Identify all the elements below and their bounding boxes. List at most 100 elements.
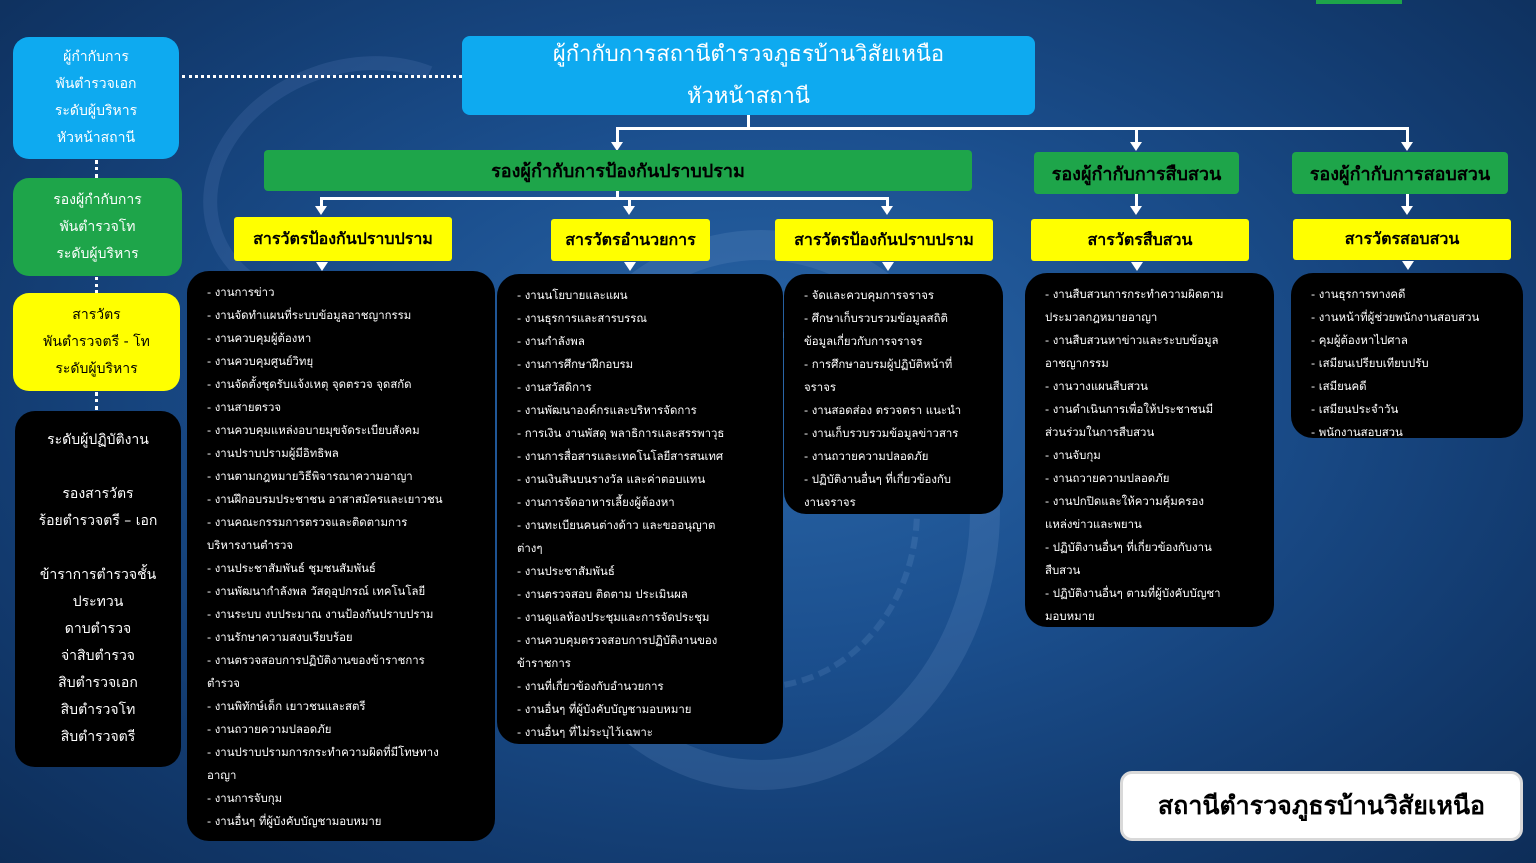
list-item: - งานสวัสดิการ bbox=[517, 380, 592, 394]
task-list: - จัดและควบคุมการจราจร- ศึกษาเก็บรวบรวมข… bbox=[804, 284, 991, 514]
legend-connector bbox=[95, 392, 98, 410]
list-item: - งานจับกุม bbox=[1045, 448, 1101, 462]
connector bbox=[616, 127, 619, 143]
inspector-investigation-label: สารวัตรสืบสวน bbox=[1087, 229, 1193, 249]
list-item: - งานหน้าที่ผู้ช่วยพนักงานสอบสวน bbox=[1311, 310, 1480, 324]
list-item: - งานปราบปรามผู้มีอิทธิพล bbox=[207, 446, 339, 460]
legend-text: ระดับผู้ปฏิบัติงาน bbox=[47, 432, 149, 448]
list-item: - ปฏิบัติงานอื่นๆ ที่เกี่ยวข้องกับงาน bbox=[1045, 540, 1212, 554]
list-item: - งานทะเบียนคนต่างด้าว และขออนุญาต bbox=[517, 518, 716, 532]
legend-text: สิบตำรวจโท bbox=[60, 702, 136, 718]
list-item: - งานตรวจสอบ ติดตาม ประเมินผล bbox=[517, 587, 688, 601]
connector-arrow bbox=[1131, 262, 1143, 271]
task-list-admin: - งานนโยบายและแผน- งานธุรการและสารบรรณ- … bbox=[497, 274, 783, 744]
legend-operational: ระดับผู้ปฏิบัติงาน รองสารวัตร ร้อยตำรวจต… bbox=[15, 411, 181, 767]
legend-text: หัวหน้าสถานี bbox=[56, 130, 136, 146]
inspector-prevention-node: สารวัตรป้องกันปราบปราม bbox=[234, 217, 452, 261]
legend-text: สิบตำรวจเอก bbox=[58, 675, 138, 691]
connector bbox=[1406, 194, 1409, 207]
inspector-traffic-node: สารวัตรป้องกันปราบปราม bbox=[775, 219, 993, 261]
legend-text: ระดับผู้บริหาร bbox=[55, 360, 138, 377]
list-item: - งานนโยบายและแผน bbox=[517, 288, 628, 302]
list-item: บริหารงานตำรวจ bbox=[207, 538, 294, 552]
list-item: แหล่งข่าวและพยาน bbox=[1045, 517, 1142, 531]
corner-accent bbox=[1316, 0, 1402, 4]
list-item: มอบหมาย bbox=[1045, 609, 1095, 623]
list-item: สืบสวน bbox=[1045, 563, 1081, 577]
list-item: - งานธุรการทางคดี bbox=[1311, 287, 1406, 301]
list-item: - งานดูแลห้องประชุมและการจัดประชุม bbox=[517, 610, 710, 624]
legend-text: สิบตำรวจตรี bbox=[60, 729, 136, 745]
legend-text: ประทวน bbox=[72, 594, 124, 610]
list-item: - งานพัฒนาองค์กรและบริหารจัดการ bbox=[517, 403, 697, 417]
list-item: - งานรักษาความสงบเรียบร้อย bbox=[207, 630, 353, 644]
deputy-investigation-node: รองผู้กำกับการสืบสวน bbox=[1034, 152, 1239, 194]
list-item: - งานถวายความปลอดภัย bbox=[804, 449, 929, 463]
task-list-inquiry: - งานธุรการทางคดี - งานหน้าที่ผู้ช่วยพนัก… bbox=[1291, 273, 1523, 439]
connector-arrow bbox=[1130, 206, 1142, 215]
deputy-inquiry-node: รองผู้กำกับการสอบสวน bbox=[1292, 152, 1508, 194]
list-item: - งานประชาสัมพันธ์ bbox=[517, 564, 615, 578]
task-list-traffic: - จัดและควบคุมการจราจร- ศึกษาเก็บรวบรวมข… bbox=[784, 274, 1003, 514]
connector bbox=[1135, 127, 1138, 143]
list-item: - งานจัดตั้งชุดรับแจ้งเหตุ จุดตรวจ จุดสก… bbox=[207, 377, 412, 391]
legend-inspector: สารวัตร พันตำรวจตรี - โท ระดับผู้บริหาร bbox=[13, 293, 180, 391]
list-item: จราจร bbox=[804, 380, 836, 394]
deputy-inquiry-label: รองผู้กำกับการสอบสวน bbox=[1309, 163, 1491, 185]
list-item: - งานการจัดอาหารเลี้ยงผู้ต้องหา bbox=[517, 495, 675, 509]
list-item: - การศึกษาอบรมผู้ปฏิบัติหน้าที่ bbox=[804, 357, 953, 371]
list-item: - งานควบคุมตรวจสอบการปฏิบัติงานของ bbox=[517, 633, 718, 647]
list-item: - งานการข่าว bbox=[207, 285, 275, 299]
list-item: - งานจัดทำแผนที่ระบบข้อมูลอาชญากรรม bbox=[207, 308, 412, 322]
legend-connector bbox=[95, 277, 98, 293]
inspector-prevention-label: สารวัตรป้องกันปราบปราม bbox=[253, 228, 433, 248]
legend-text: จ่าสิบตำรวจ bbox=[60, 648, 136, 664]
connector-arrow bbox=[881, 206, 893, 215]
legend-text: รองสารวัตร bbox=[62, 486, 134, 502]
list-item: - เสมียนคดี bbox=[1311, 379, 1367, 393]
inspector-admin-node: สารวัตรอำนวยการ bbox=[551, 219, 710, 261]
connector bbox=[628, 197, 631, 207]
list-item: - งานตามกฎหมายวิธีพิจารณาความอาญา bbox=[207, 469, 413, 483]
connector bbox=[616, 127, 1409, 130]
connector-arrow bbox=[882, 262, 894, 271]
list-item: - งานการจับกุม bbox=[207, 791, 283, 805]
task-list: - งานการข่าว - งานจัดทำแผนที่ระบบข้อมูลอา… bbox=[207, 281, 483, 833]
list-item: - งานพัฒนากำลังพล วัสดุอุปกรณ์ เทคโนโลยี bbox=[207, 584, 426, 598]
list-item: - งานวางแผนสืบสวน bbox=[1045, 379, 1148, 393]
connector-arrow bbox=[1130, 142, 1142, 151]
list-item: - งานสืบสวนหาข่าวและระบบข้อมูล bbox=[1045, 333, 1219, 347]
inspector-traffic-label: สารวัตรป้องกันปราบปราม bbox=[794, 229, 974, 249]
list-item: - งานสอดส่อง ตรวจตรา แนะนำ bbox=[804, 403, 962, 417]
deputy-investigation-label: รองผู้กำกับการสืบสวน bbox=[1051, 163, 1222, 185]
inspector-investigation-node: สารวัตรสืบสวน bbox=[1031, 219, 1249, 261]
list-item: - งานปราบปรามการกระทำความผิดที่มีโทษทาง bbox=[207, 745, 439, 759]
list-item: - พนักงานสอบสวน bbox=[1311, 425, 1403, 439]
list-item: - งานสืบสวนการกระทำความผิดตาม bbox=[1045, 287, 1224, 301]
inspector-inquiry-label: สารวัตรสอบสวน bbox=[1344, 229, 1460, 248]
list-item: - งานฝึกอบรมประชาชน อาสาสมัครและเยาวชน bbox=[207, 492, 443, 506]
list-item: ต่างๆ bbox=[517, 541, 543, 555]
list-item: ตำรวจ bbox=[207, 676, 240, 690]
list-item: ข้าราชการ bbox=[517, 656, 571, 670]
inspector-inquiry-node: สารวัตรสอบสวน bbox=[1293, 219, 1511, 260]
connector bbox=[747, 115, 750, 129]
connector-arrow bbox=[1402, 261, 1414, 270]
list-item: - งานคณะกรรมการตรวจและติดตามการ bbox=[207, 515, 408, 529]
connector bbox=[616, 191, 619, 199]
list-item: - งานระบบ งบประมาณ งานป้องกันปราบปราม bbox=[207, 607, 434, 621]
connector bbox=[886, 197, 889, 207]
legend-text bbox=[96, 454, 100, 481]
list-item: ส่วนร่วมในการสืบสวน bbox=[1045, 425, 1155, 439]
list-item: - งานการศึกษาฝึกอบรม bbox=[517, 357, 634, 371]
connector bbox=[320, 197, 323, 207]
list-item: - เสมียนเปรียบเทียบปรับ bbox=[1311, 356, 1429, 370]
list-item: - เสมียนประจำวัน bbox=[1311, 402, 1399, 416]
legend-to-top-connector bbox=[182, 75, 462, 78]
legend-text: ผู้กำกับการ bbox=[63, 49, 129, 65]
list-item: ประมวลกฎหมายอาญา bbox=[1045, 310, 1158, 324]
connector-arrow bbox=[624, 262, 636, 271]
task-list: - งานธุรการทางคดี - งานหน้าที่ผู้ช่วยพนัก… bbox=[1311, 283, 1511, 444]
station-name-label: สถานีตำรวจภูธรบ้านวิสัยเหนือ bbox=[1120, 771, 1523, 841]
list-item: - งานควบคุมศูนย์วิทยุ bbox=[207, 354, 314, 368]
